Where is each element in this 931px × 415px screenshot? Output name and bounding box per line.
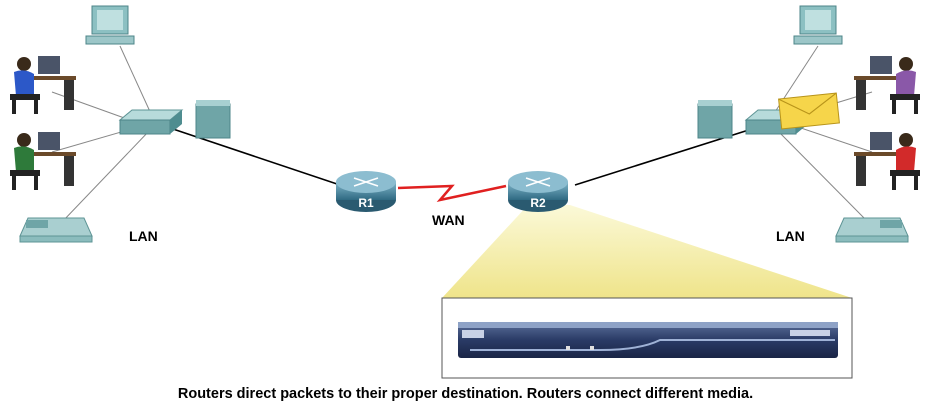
wan-label: WAN (432, 212, 465, 228)
desktop-computer-icon (793, 5, 843, 45)
diagram-caption: Routers direct packets to their proper d… (177, 386, 754, 402)
email-envelope-icon (778, 92, 840, 130)
server-icon (697, 100, 733, 139)
workstation-user-icon (854, 56, 920, 114)
workstation-user-icon (10, 132, 76, 190)
lan-right-label: LAN (776, 228, 805, 244)
workstation-user-icon (10, 56, 76, 114)
workstation-user-icon (854, 132, 920, 190)
ip-phone-icon (835, 217, 909, 243)
router-closeup-panel (441, 297, 853, 379)
router-r1-label: R1 (358, 196, 374, 210)
ip-phone-icon (19, 217, 93, 243)
lan-left-label: LAN (129, 228, 158, 244)
wan-serial-link (397, 184, 507, 202)
switch-icon (118, 109, 184, 135)
router-r2-label: R2 (530, 196, 546, 210)
server-icon (195, 100, 231, 139)
desktop-computer-icon (85, 5, 135, 45)
router-r2: R2 (508, 171, 568, 212)
zoom-highlight-cone (442, 205, 852, 298)
router-r1: R1 (336, 171, 396, 212)
rackmount-router-icon (458, 322, 838, 358)
